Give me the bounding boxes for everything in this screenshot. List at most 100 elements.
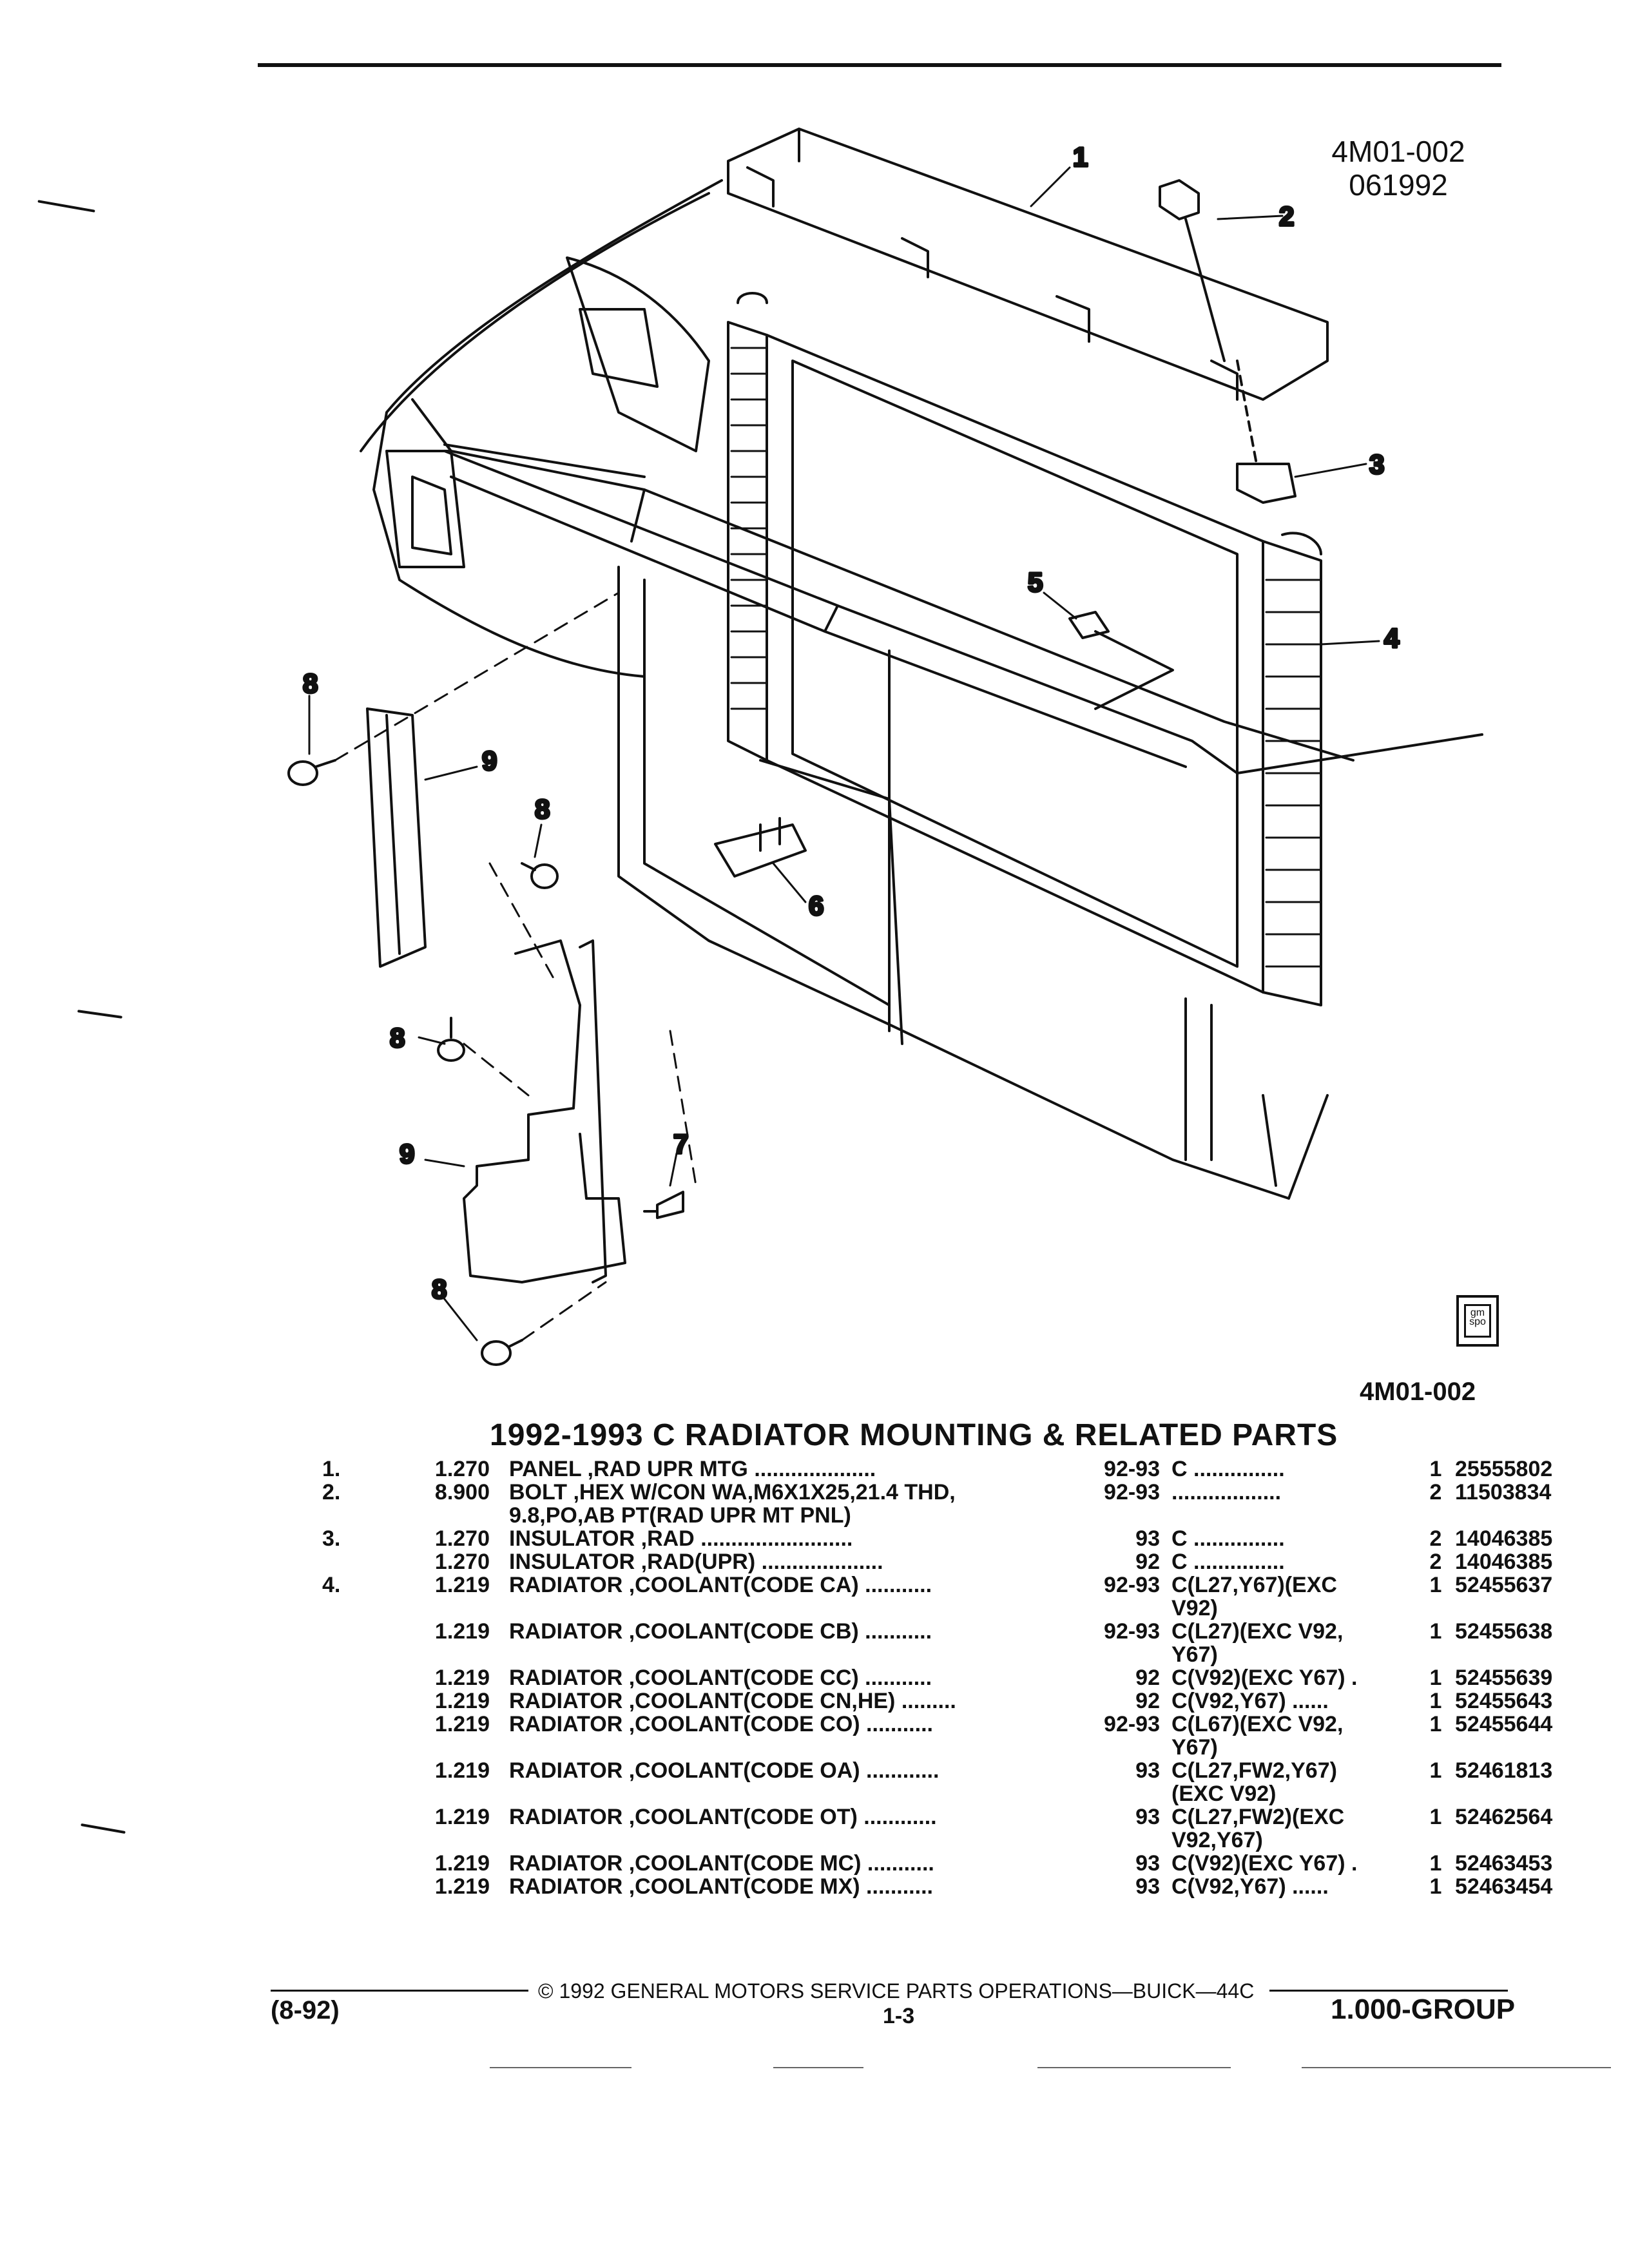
gm-spo-logo: gm spo xyxy=(1456,1295,1499,1347)
part-index: 4. xyxy=(322,1573,341,1597)
part-group-number: 1.219 xyxy=(434,1619,490,1644)
part-number: 52455639 xyxy=(1455,1666,1553,1690)
part-years: 92-93 xyxy=(1104,1480,1160,1504)
bolt-7 xyxy=(643,1191,684,1219)
callout-9: 9 xyxy=(400,1139,414,1169)
part-group-number: 1.270 xyxy=(434,1550,490,1574)
inner-fender-panel xyxy=(566,256,710,452)
part-application: C(V92)(EXC Y67) . xyxy=(1171,1666,1416,1689)
part-years: 92 xyxy=(1135,1666,1160,1690)
assembly-lines xyxy=(334,591,697,1341)
part-index xyxy=(322,1713,406,1759)
part-years: 93 xyxy=(1135,1805,1160,1829)
part-application-text: C(V92,Y67) ...... xyxy=(1171,1689,1329,1713)
callout-7: 7 xyxy=(673,1129,688,1159)
part-description: RADIATOR ,COOLANT(CODE OT) ............ xyxy=(509,1805,1083,1852)
callout-8: 8 xyxy=(535,794,550,824)
part-description: RADIATOR ,COOLANT(CODE CC) ........... xyxy=(509,1666,1083,1689)
part-group-number: 1.219 xyxy=(434,1573,490,1597)
part-quantity: 1 xyxy=(1429,1457,1442,1481)
part-years: 92-93 xyxy=(1104,1457,1160,1481)
scan-artifact xyxy=(773,2067,863,2068)
part-group-number: 1.270 xyxy=(434,1457,490,1481)
callout-1: 1 xyxy=(1073,142,1088,172)
part-application-text: .................. xyxy=(1171,1480,1282,1504)
page-title: 1992-1993 C RADIATOR MOUNTING & RELATED … xyxy=(490,1418,1338,1452)
part-number: 25555802 xyxy=(1455,1457,1553,1481)
retainer-clip xyxy=(1068,611,1174,710)
footer-revision-date: (8-92) xyxy=(271,1996,340,2024)
part-index xyxy=(322,1689,406,1713)
part-quantity: 2 xyxy=(1429,1550,1442,1574)
part-application-text: C(V92,Y67) ...... xyxy=(1171,1874,1329,1899)
part-application: C(L27,FW2,Y67)(EXC V92) xyxy=(1171,1759,1416,1805)
part-years: 92-93 xyxy=(1104,1712,1160,1736)
leader-lines xyxy=(308,166,1380,1341)
part-index: 2. xyxy=(322,1480,341,1504)
part-number: 52455643 xyxy=(1455,1689,1553,1713)
part-description: RADIATOR ,COOLANT(CODE CN,HE) ......... xyxy=(509,1689,1083,1713)
part-application-cont: Y67) xyxy=(1171,1735,1218,1760)
part-application-text: C ............... xyxy=(1171,1457,1285,1481)
part-group-number: 8.900 xyxy=(434,1480,490,1504)
part-description-text: RADIATOR ,COOLANT(CODE CC) xyxy=(509,1666,859,1690)
cross-member xyxy=(443,450,1483,774)
part-description-text: INSULATOR ,RAD xyxy=(509,1526,695,1551)
part-years: 93 xyxy=(1135,1758,1160,1783)
part-quantity: 1 xyxy=(1429,1619,1442,1644)
part-number: 52463454 xyxy=(1455,1874,1553,1899)
footer-rule-right xyxy=(1269,1990,1508,1992)
bracket-strap xyxy=(579,939,607,1283)
figure-id: 4M01-002 xyxy=(1331,135,1465,168)
part-years: 92-93 xyxy=(1104,1573,1160,1597)
exploded-view-drawing: 1 2 3 4 5 6 7 8 8 8 8 9 9 xyxy=(287,128,1483,1366)
leader-dots: .................... xyxy=(755,1550,883,1574)
parts-row: 1.270 INSULATOR ,RAD(UPR) ...............… xyxy=(322,1550,1571,1573)
gm-spo-logo-text: gm spo xyxy=(1464,1304,1491,1338)
part-years: 92 xyxy=(1135,1689,1160,1713)
leader-dots: .................... xyxy=(747,1457,876,1481)
part-quantity: 1 xyxy=(1429,1689,1442,1713)
callout-8: 8 xyxy=(390,1023,405,1053)
part-number: 52463453 xyxy=(1455,1851,1553,1876)
bolt xyxy=(1159,179,1226,362)
part-quantity: 1 xyxy=(1429,1666,1442,1690)
leader-dots: ........... xyxy=(860,1712,933,1736)
part-number: 52461813 xyxy=(1455,1758,1553,1783)
leader-dots: ......................... xyxy=(694,1526,853,1551)
part-application-text: C ............... xyxy=(1171,1550,1285,1574)
part-quantity: 1 xyxy=(1429,1712,1442,1736)
part-description-cont: 9.8,PO,AB PT(RAD UPR MT PNL) xyxy=(509,1503,851,1528)
part-description-text: INSULATOR ,RAD(UPR) xyxy=(509,1550,756,1574)
part-years: 93 xyxy=(1135,1851,1160,1876)
side-bracket-upper xyxy=(366,707,427,968)
callout-8: 8 xyxy=(303,668,318,698)
part-number: 52455644 xyxy=(1455,1712,1553,1736)
callout-4: 4 xyxy=(1384,623,1400,653)
part-application-cont: V92) xyxy=(1171,1596,1218,1620)
lower-bracket xyxy=(714,817,807,878)
callout-8: 8 xyxy=(432,1274,447,1304)
part-index xyxy=(322,1852,406,1875)
part-application-cont: (EXC V92) xyxy=(1171,1782,1277,1806)
leader-dots: ............ xyxy=(860,1758,940,1783)
core-support xyxy=(411,398,1354,762)
part-application-text: C(V92)(EXC Y67) . xyxy=(1171,1851,1358,1876)
part-application: C ............... xyxy=(1171,1457,1416,1481)
part-group-number: 1.219 xyxy=(434,1758,490,1783)
part-description: PANEL ,RAD UPR MTG .................... xyxy=(509,1457,1083,1481)
part-years: 92 xyxy=(1135,1550,1160,1574)
part-index xyxy=(322,1805,406,1852)
leader-dots: ........... xyxy=(860,1874,933,1899)
part-description-text: RADIATOR ,COOLANT(CODE CB) xyxy=(509,1619,859,1644)
part-index xyxy=(322,1759,406,1805)
part-description-text: RADIATOR ,COOLANT(CODE CA) xyxy=(509,1573,859,1597)
